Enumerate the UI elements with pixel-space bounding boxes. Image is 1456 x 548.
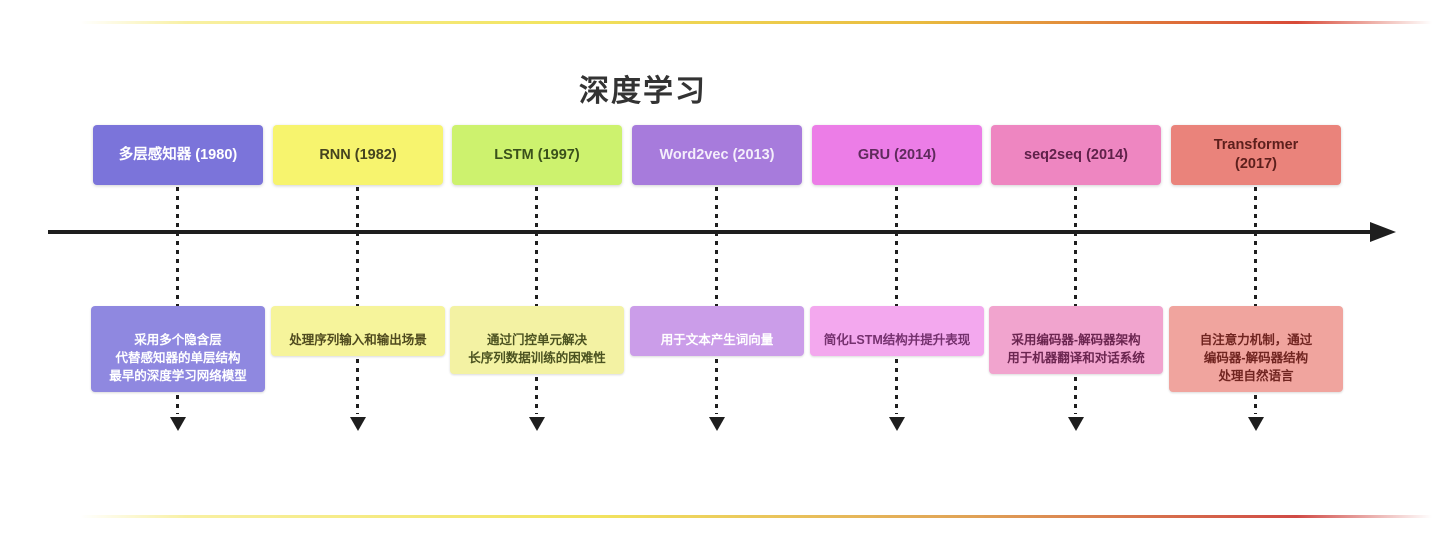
down-arrow-icon [350,417,366,431]
connector-bottom [1074,377,1077,414]
connector-bottom [715,359,718,414]
era-label: Word2vec (2013) [659,146,775,163]
desc-box: 采用多个隐含层 代替感知器的单层结构 最早的深度学习网络模型 [91,306,265,392]
era-box: GRU (2014) [812,125,982,185]
desc-text: 用于文本产生词向量 [660,333,774,347]
era-box: RNN (1982) [273,125,443,185]
page-title: 深度学习 [579,75,707,108]
desc-box: 通过门控单元解决 长序列数据训练的困难性 [450,306,624,374]
era-column: Word2vec (2013) 用于文本产生词向量 [627,0,807,548]
down-arrow-icon [1248,417,1264,431]
desc-box: 简化LSTM结构并提升表现 [810,306,984,356]
era-box: 多层感知器 (1980) [93,125,263,185]
desc-text: 采用编码器-解码器架构 用于机器翻译和对话系统 [1007,333,1145,365]
desc-text: 自注意力机制，通过 编码器-解码器结构 处理自然语言 [1199,333,1313,383]
desc-text: 采用多个隐含层 代替感知器的单层结构 最早的深度学习网络模型 [109,333,247,383]
era-column: Transformer (2017) 自注意力机制，通过 编码器-解码器结构 处… [1166,0,1346,548]
era-box: seq2seq (2014) [991,125,1161,185]
desc-text: 通过门控单元解决 长序列数据训练的困难性 [468,333,606,365]
down-arrow-icon [529,417,545,431]
era-label: seq2seq (2014) [1024,146,1128,163]
connector-bottom [176,395,179,414]
desc-text: 处理序列输入和输出场景 [289,333,427,347]
desc-box: 采用编码器-解码器架构 用于机器翻译和对话系统 [989,306,1163,374]
era-box: Word2vec (2013) [632,125,802,185]
desc-box: 用于文本产生词向量 [630,306,804,356]
era-column: RNN (1982) 处理序列输入和输出场景 [268,0,448,548]
connector-top-dashed-line [535,187,538,306]
connector-top-dashed-line [895,187,898,306]
connector-top-dashed-line [176,187,179,306]
connector-bottom [535,377,538,414]
bottom-border-line [80,515,1432,518]
era-label: GRU (2014) [857,146,937,163]
down-arrow-icon [1068,417,1084,431]
down-arrow-icon [170,417,186,431]
top-border-line [80,21,1432,24]
era-column: seq2seq (2014) 采用编码器-解码器架构 用于机器翻译和对话系统 [986,0,1166,548]
era-column: LSTM (1997) 通过门控单元解决 长序列数据训练的困难性 [447,0,627,548]
connector-top-dashed-line [715,187,718,306]
connector-bottom [356,359,359,414]
connector-bottom [895,359,898,414]
era-label: Transformer (2017) [1213,137,1299,172]
era-box: LSTM (1997) [452,125,622,185]
era-column: 多层感知器 (1980) 采用多个隐含层 代替感知器的单层结构 最早的深度学习网… [88,0,268,548]
era-label: 多层感知器 (1980) [118,146,238,163]
down-arrow-icon [709,417,725,431]
connector-top-dashed-line [1254,187,1257,306]
connector-top-dashed-line [356,187,359,306]
down-arrow-icon [889,417,905,431]
era-box: Transformer (2017) [1171,125,1341,185]
era-label: RNN (1982) [319,146,397,163]
connector-top-dashed-line [1074,187,1077,306]
era-column: GRU (2014) 简化LSTM结构并提升表现 [807,0,987,548]
desc-box: 处理序列输入和输出场景 [271,306,445,356]
timeline-axis [48,230,1372,234]
era-label: LSTM (1997) [494,146,580,163]
timeline-arrowhead-icon [1370,222,1396,242]
connector-bottom [1254,395,1257,414]
desc-text: 简化LSTM结构并提升表现 [823,333,971,347]
desc-box: 自注意力机制，通过 编码器-解码器结构 处理自然语言 [1169,306,1343,392]
